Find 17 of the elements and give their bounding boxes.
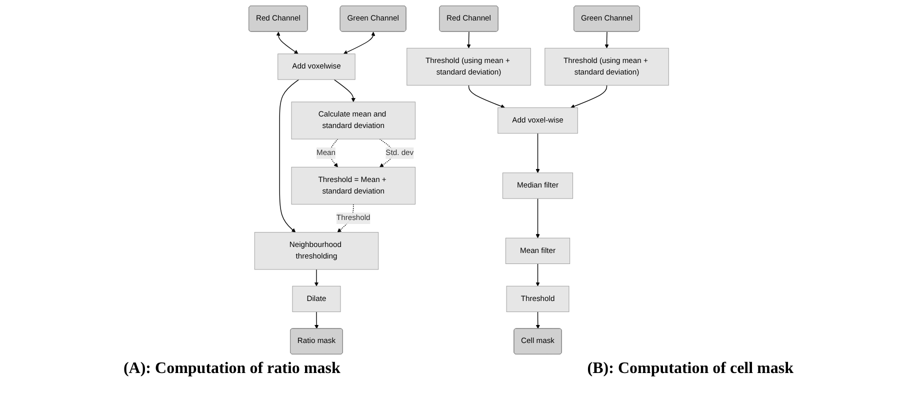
arrow [604,31,609,48]
arrow [468,84,505,108]
arrow [536,311,540,329]
arrow [379,138,394,168]
panel-caption: (A): Computation of ratio mask [123,360,340,378]
arrow [276,32,298,54]
arrow [535,198,540,238]
arrow [466,31,471,48]
arrow [570,84,607,108]
arrow [279,79,299,233]
arrow [334,79,356,102]
arrow [535,133,540,174]
arrow [314,311,318,329]
arrow [535,263,540,286]
panel-caption: (B): Computation of cell mask [587,360,794,378]
arrow [343,32,376,54]
arrow [314,269,318,286]
